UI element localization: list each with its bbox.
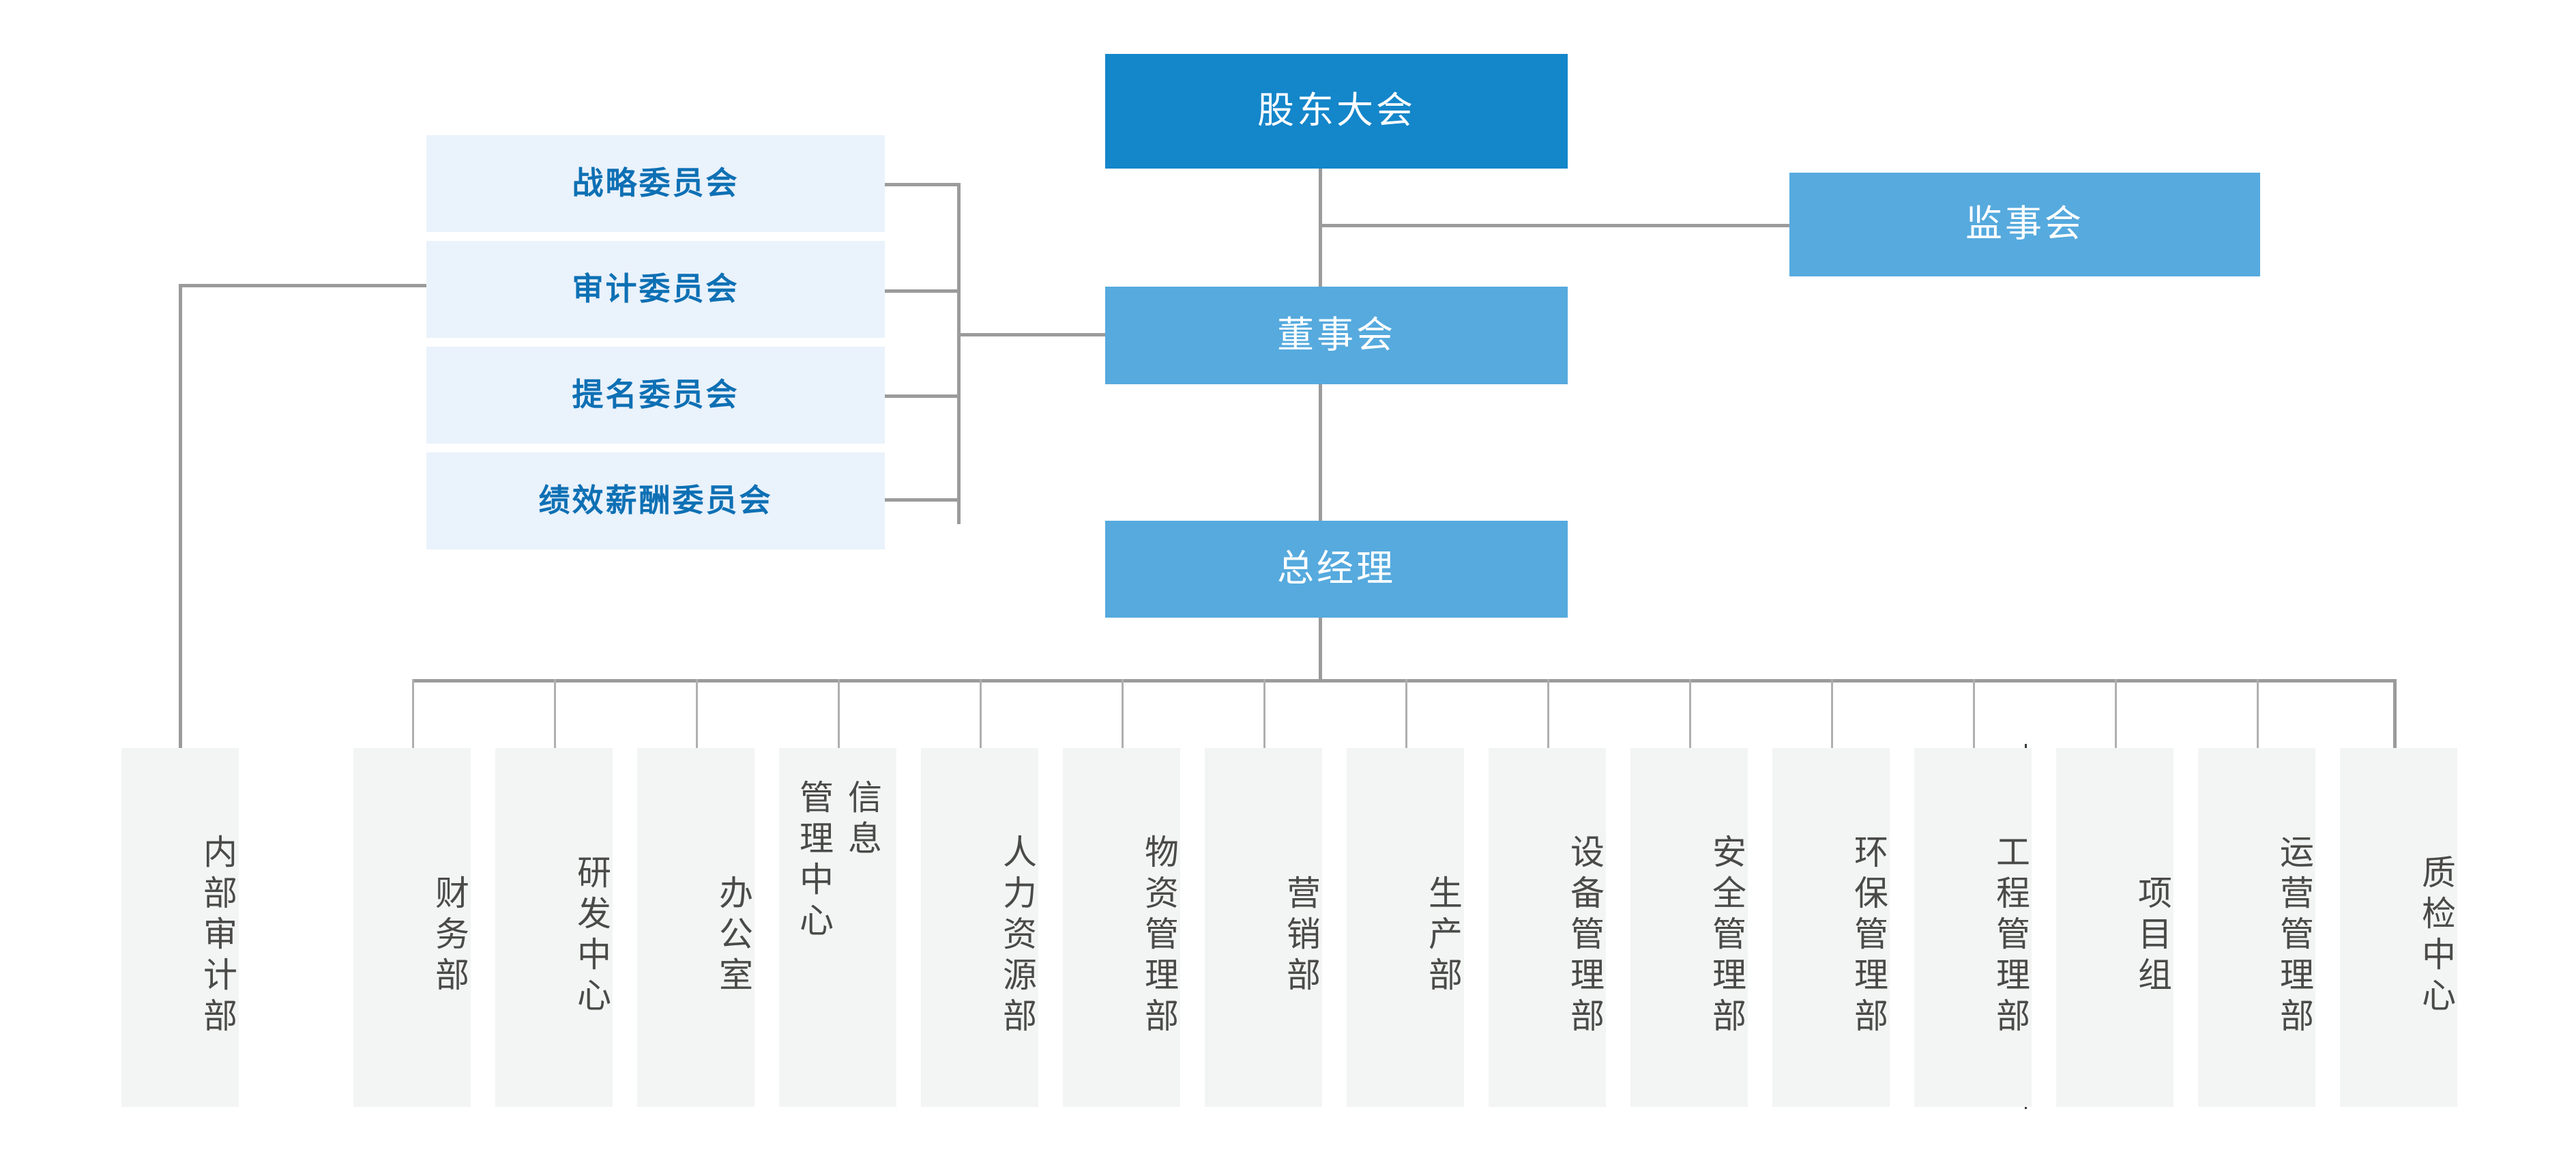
connector-drop-wuzi — [1122, 679, 1124, 748]
node-committee-nomination[interactable]: 提名委员会 — [426, 347, 885, 444]
connector-committee-stub-3 — [885, 394, 960, 398]
connector-committee-stub-1 — [885, 183, 960, 186]
department-label-line-1: 信息 — [843, 779, 881, 861]
connector-shareholders-to-board — [1319, 169, 1322, 293]
connector-drop-yingxiao — [1263, 679, 1265, 748]
connector-committee-stub-2 — [885, 289, 960, 293]
node-department-production[interactable]: 生产部 — [1347, 748, 1464, 1107]
node-department-safety-management[interactable]: 安全管理部 — [1630, 748, 1748, 1107]
connector-drop-zhijian — [2393, 679, 2397, 748]
connector-committee-spine — [957, 183, 961, 524]
connector-gm-to-bus — [1319, 618, 1322, 681]
node-general-manager[interactable]: 总经理 — [1105, 521, 1568, 618]
connector-drop-gongcheng — [1973, 679, 1975, 748]
node-department-project-group[interactable]: 项目组 — [2056, 748, 2174, 1107]
node-department-engineering-management[interactable]: 工程管理部 — [1914, 748, 2032, 1107]
connector-drop-xinxi — [838, 679, 840, 748]
connector-drop-anquan — [1689, 679, 1691, 748]
node-department-finance[interactable]: 财务部 — [353, 748, 471, 1107]
connector-drop-yunying — [2257, 679, 2259, 748]
connector-drop-shengchan — [1405, 679, 1407, 748]
connector-board-to-supervisors — [1319, 224, 1789, 227]
node-board-of-directors[interactable]: 董事会 — [1105, 287, 1568, 384]
node-department-information-management-center[interactable]: 信息 管理中心 — [779, 748, 896, 1107]
node-department-quality-inspection-center[interactable]: 质检中心 — [2340, 748, 2457, 1107]
connector-drop-caiwubu — [412, 679, 414, 748]
node-department-human-resources[interactable]: 人力资源部 — [921, 748, 1038, 1107]
node-board-of-supervisors[interactable]: 监事会 — [1789, 173, 2260, 276]
node-committee-audit[interactable]: 审计委员会 — [426, 241, 885, 338]
connector-board-to-gm — [1319, 384, 1322, 528]
connector-committee-stub-4 — [885, 498, 960, 502]
node-department-rnd-center[interactable]: 研发中心 — [495, 748, 613, 1107]
node-department-environmental-management[interactable]: 环保管理部 — [1772, 748, 1890, 1107]
connector-drop-yanfa — [554, 679, 556, 748]
node-department-materials-management[interactable]: 物资管理部 — [1063, 748, 1180, 1107]
connector-department-bus — [412, 679, 2397, 682]
department-label-line-2: 管理中心 — [795, 779, 833, 943]
connector-drop-huanbao — [1831, 679, 1833, 748]
node-department-equipment-management[interactable]: 设备管理部 — [1489, 748, 1606, 1107]
connector-drop-renli — [980, 679, 982, 748]
connector-drop-shebei — [1547, 679, 1549, 748]
node-internal-audit-department[interactable]: 内部审计部 — [121, 748, 239, 1107]
node-department-office[interactable]: 办公室 — [637, 748, 755, 1107]
node-department-operations-management[interactable]: 运营管理部 — [2198, 748, 2315, 1107]
node-department-marketing[interactable]: 营销部 — [1205, 748, 1322, 1107]
node-committee-remuneration[interactable]: 绩效薪酬委员会 — [426, 452, 885, 549]
connector-drop-xiangmu — [2115, 679, 2117, 748]
connector-audit-vertical — [179, 284, 182, 748]
node-committee-strategy[interactable]: 战略委员会 — [426, 135, 885, 232]
connector-audit-horizontal — [179, 284, 426, 287]
node-shareholders-meeting[interactable]: 股东大会 — [1105, 54, 1568, 169]
connector-drop-bangongshi — [696, 679, 698, 748]
